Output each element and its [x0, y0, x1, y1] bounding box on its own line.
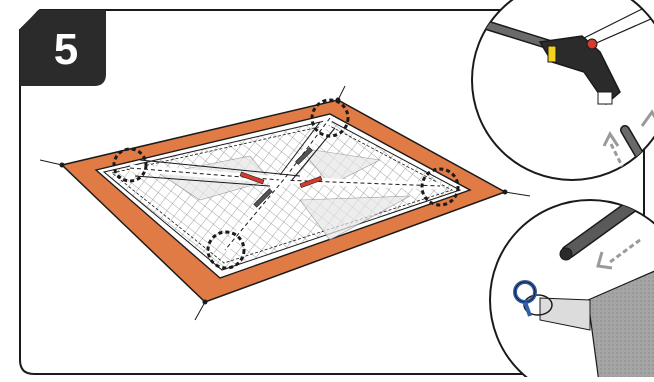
pole-connector-detail — [471, 0, 654, 181]
corner-stakes — [39, 85, 531, 321]
arrow-icon — [608, 141, 626, 171]
fabric-corner — [587, 259, 654, 382]
corner-highlights — [112, 98, 460, 270]
step-badge-icon — [20, 10, 106, 86]
stake-ring-detail — [489, 199, 654, 382]
tent-mesh-floor — [102, 119, 462, 271]
pole-connector-icon — [538, 35, 621, 106]
step-number: 5 — [53, 25, 79, 74]
